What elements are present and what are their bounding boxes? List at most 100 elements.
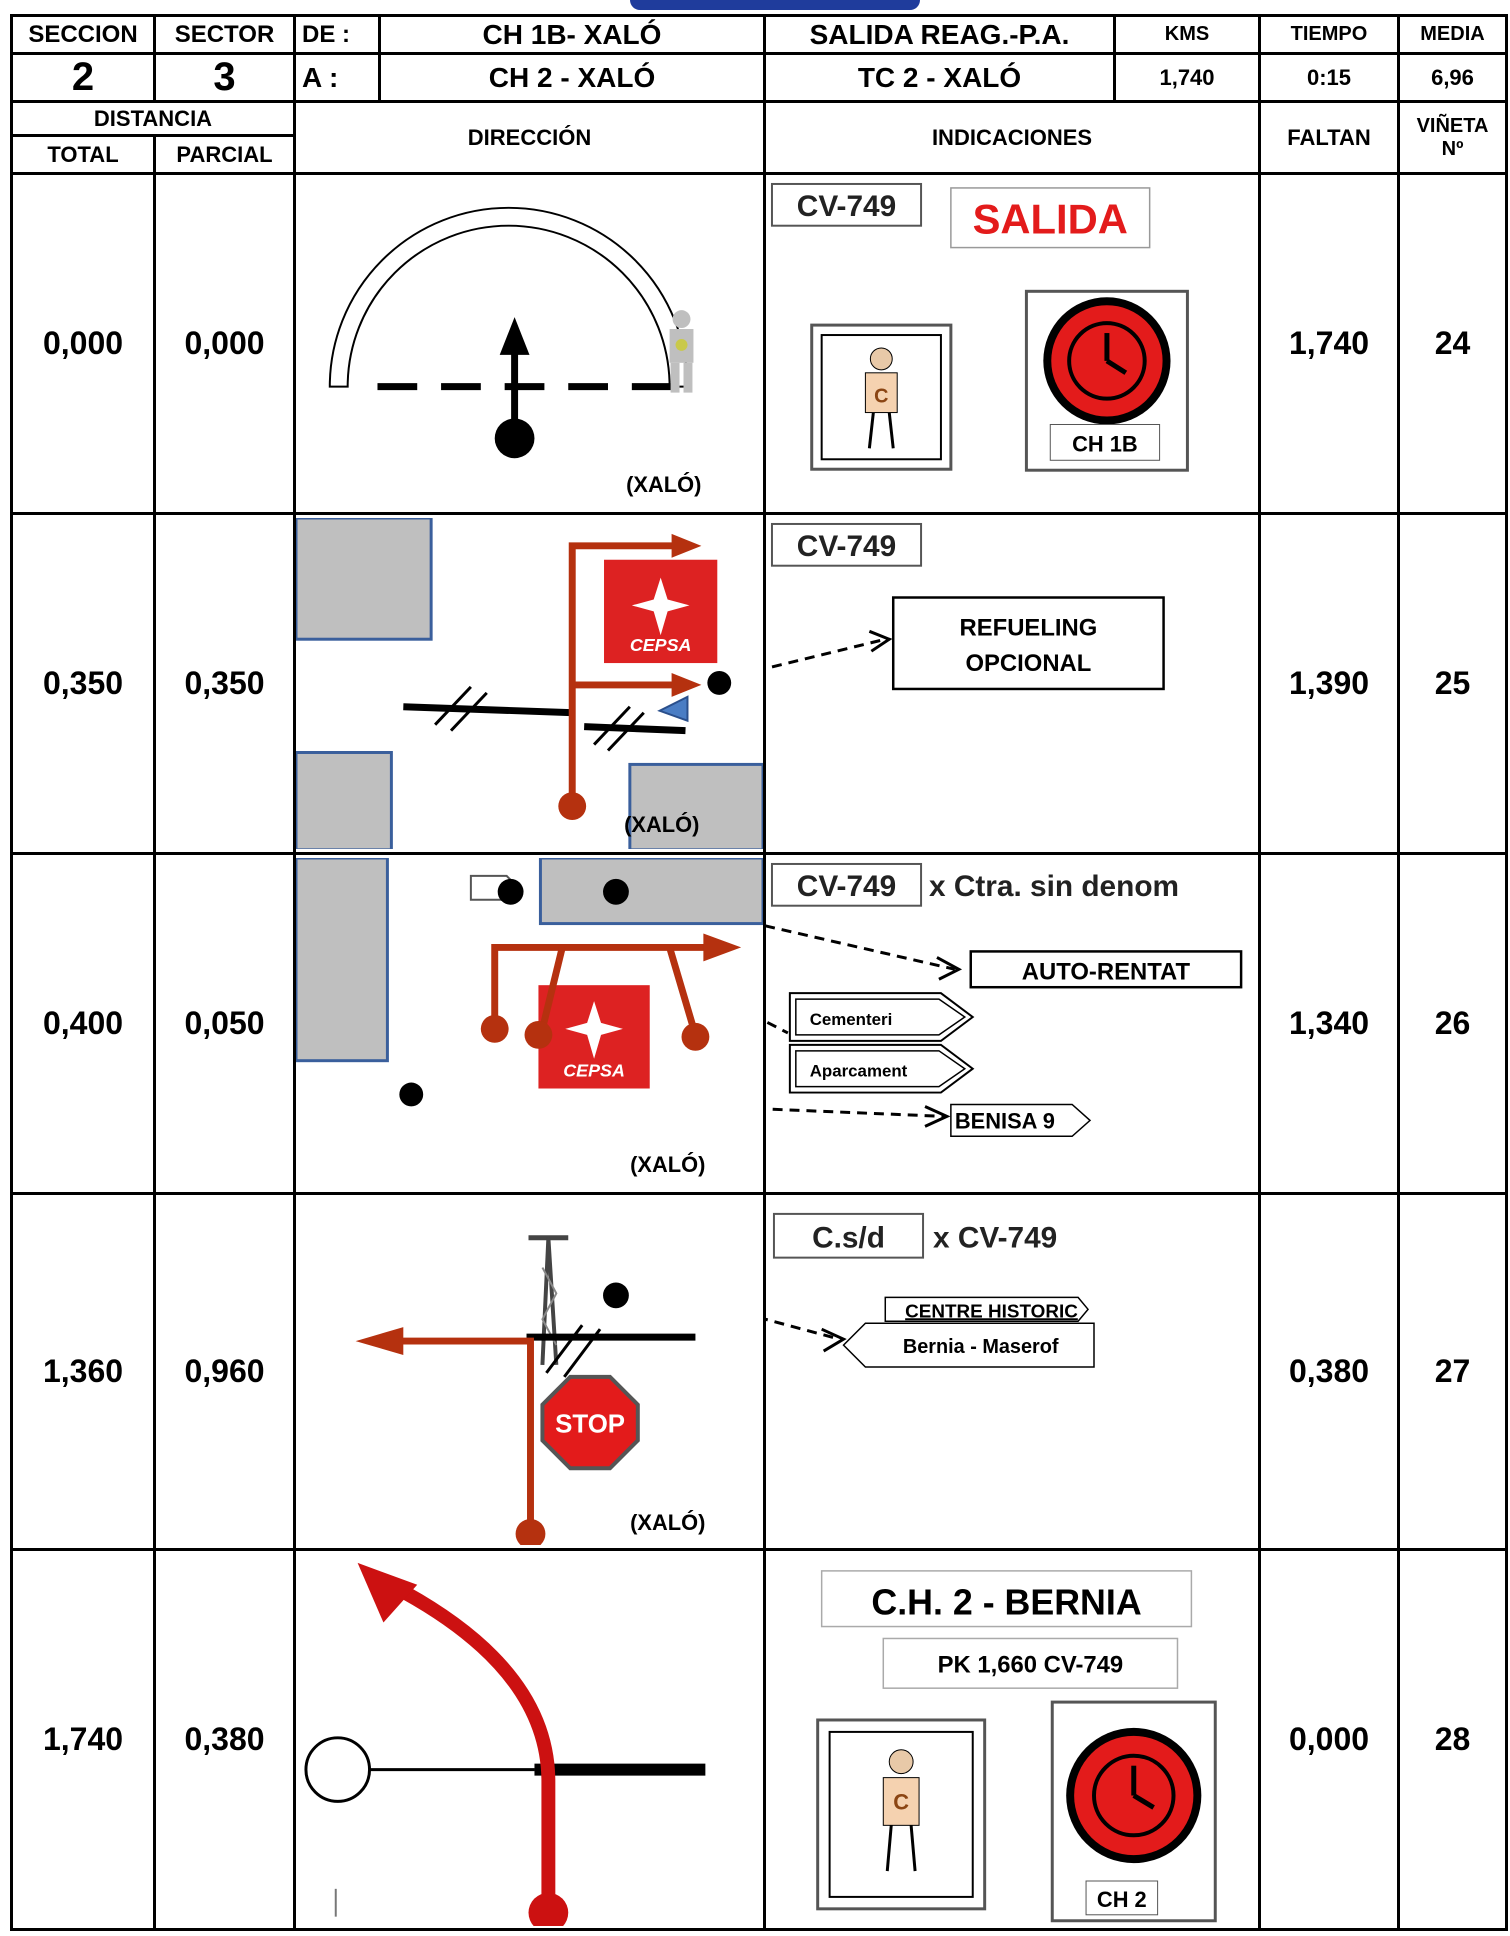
route-arrow-icon <box>671 672 702 697</box>
remaining-distance: 1,340 <box>1258 852 1400 1195</box>
control-title-box <box>820 1569 1193 1627</box>
direction-diagram-svg: CEPSA (XALÓ) <box>297 857 762 1177</box>
partial-distance: 0,000 <box>153 172 296 515</box>
distancia-label: DISTANCIA <box>10 100 296 137</box>
header-row-4: TOTAL PARCIAL <box>10 134 1507 175</box>
salida-box <box>950 186 1151 248</box>
direction-diagram <box>293 1548 766 1931</box>
sign-centre-historic: CENTRE HISTORIC <box>905 1301 1078 1322</box>
media-value: 6,96 <box>1397 52 1508 103</box>
vignette-number: 25 <box>1397 512 1508 855</box>
sector-value: 3 <box>153 52 296 103</box>
indicaciones-label: INDICACIONES <box>763 100 1261 175</box>
place-label: (XALÓ) <box>630 1509 705 1534</box>
cepsa-logo-icon: CEPSA <box>538 984 650 1089</box>
pointer-line <box>767 924 956 971</box>
kms-value: 1,740 <box>1113 52 1261 103</box>
pointer-line <box>767 1107 945 1118</box>
road-suffix: x CV-749 <box>933 1221 1057 1254</box>
remaining-distance: 0,000 <box>1258 1548 1400 1931</box>
road-label: CV-749 <box>797 869 896 902</box>
control-chip: CH 1B <box>1072 431 1138 456</box>
vignette-number: 27 <box>1397 1192 1508 1551</box>
direction-sign-icon <box>842 1322 1095 1368</box>
vignette-number: 28 <box>1397 1548 1508 1931</box>
point-marker <box>399 1082 424 1106</box>
road-badge <box>772 1212 925 1259</box>
point-marker <box>603 878 629 905</box>
salida-title: SALIDA <box>973 195 1128 242</box>
indications-panel: C.H. 2 - BERNIA PK 1,660 CV-749 C <box>763 1548 1261 1931</box>
route-line <box>491 943 720 1029</box>
building-block <box>538 857 762 925</box>
parcial-label: PARCIAL <box>153 134 296 175</box>
total-distance: 1,360 <box>10 1192 156 1551</box>
direction-diagram: CEPSA (XALÓ) <box>293 512 766 855</box>
partial-distance: 0,960 <box>153 1192 296 1551</box>
indications-panel: C.s/d x CV-749 CENTRE HISTORIC Bernia - … <box>763 1192 1261 1551</box>
de-label: DE : <box>293 14 381 55</box>
cepsa-logo-icon: CEPSA <box>604 559 718 663</box>
railway-crossing-icon <box>434 685 645 752</box>
roundabout-arc <box>328 206 689 388</box>
partial-distance: 0,380 <box>153 1548 296 1931</box>
sign-benisa: BENISA 9 <box>955 1108 1055 1133</box>
indications-svg: CV-749 REFUELING OPCIONAL <box>767 522 1165 690</box>
route-branch <box>539 946 566 1030</box>
tc-value: TC 2 - XALÓ <box>763 52 1116 103</box>
road-line <box>403 702 575 716</box>
tiempo-label: TIEMPO <box>1258 14 1400 55</box>
direction-diagram-svg: STOP (XALÓ) <box>355 1234 705 1546</box>
start-dot-icon <box>528 1892 569 1927</box>
direction-flag-icon <box>657 694 689 722</box>
direction-sign-icon <box>950 1103 1092 1137</box>
control-marshal-icon: C <box>816 1718 987 1910</box>
road-label: CV-749 <box>797 529 896 562</box>
route-line <box>401 1586 556 1911</box>
point-marker <box>603 1282 629 1308</box>
indications-svg: CV-749 x Ctra. sin denom AUTO-RENTAT Cem… <box>767 862 1243 1137</box>
start-dot-icon <box>494 418 535 458</box>
place-label: (XALÓ) <box>624 812 699 837</box>
pk-label: PK 1,660 CV-749 <box>938 1651 1124 1678</box>
a-label: A : <box>293 52 381 103</box>
start-dot-icon <box>480 1014 509 1043</box>
note-line-2: OPCIONAL <box>965 650 1091 677</box>
pointer-arrow-icon <box>924 1104 951 1128</box>
sign-bernia: Bernia - Maserof <box>903 1336 1059 1358</box>
direction-sign-icon <box>884 1296 1090 1322</box>
road-badge <box>770 182 923 227</box>
route-arrow-icon <box>355 1326 404 1355</box>
note-box <box>891 595 1165 690</box>
time-control-clock-icon: CH 2 <box>1050 1700 1217 1922</box>
indications-svg: C.H. 2 - BERNIA PK 1,660 CV-749 C <box>816 1569 1217 1922</box>
building-block <box>297 857 389 1062</box>
place-label: (XALÓ) <box>626 472 701 497</box>
vineta-header: VIÑETA Nº <box>1397 100 1508 175</box>
road-label: CV-749 <box>797 189 896 222</box>
sign-aparcament: Aparcament <box>810 1061 908 1080</box>
start-dot-icon <box>515 1518 546 1546</box>
route-arrow-icon <box>671 533 702 558</box>
total-label: TOTAL <box>10 134 156 175</box>
indications-panel: CV-749 SALIDA C <box>763 172 1261 515</box>
total-distance: 0,400 <box>10 852 156 1195</box>
indications-svg: CV-749 SALIDA C <box>770 182 1189 472</box>
brand-label: CEPSA <box>630 635 692 655</box>
pointer-arrow-icon <box>868 629 893 652</box>
sign-auto-rentat: AUTO-RENTAT <box>1022 958 1191 985</box>
roadbook-table: SECCION SECTOR DE : CH 1B- XALÓ SALIDA R… <box>10 14 1508 1931</box>
road-suffix: x Ctra. sin denom <box>929 869 1179 902</box>
control-letter: C <box>874 385 888 407</box>
road-label: C.s/d <box>812 1221 885 1254</box>
road-badge <box>770 522 923 567</box>
route-branch <box>666 946 699 1036</box>
roadbook-row-28: 1,740 0,380 C.H. 2 - BERNIA PK 1,660 CV-… <box>10 1548 1508 1931</box>
route-arrow-icon <box>357 1562 418 1623</box>
place-label: (XALÓ) <box>630 1152 705 1177</box>
auto-rentat-sign <box>969 949 1243 988</box>
note-line-1: REFUELING <box>960 614 1098 641</box>
direction-diagram: STOP (XALÓ) <box>293 1192 766 1551</box>
sector-label: SECTOR <box>153 14 296 55</box>
control-chip: CH 2 <box>1097 1886 1147 1911</box>
